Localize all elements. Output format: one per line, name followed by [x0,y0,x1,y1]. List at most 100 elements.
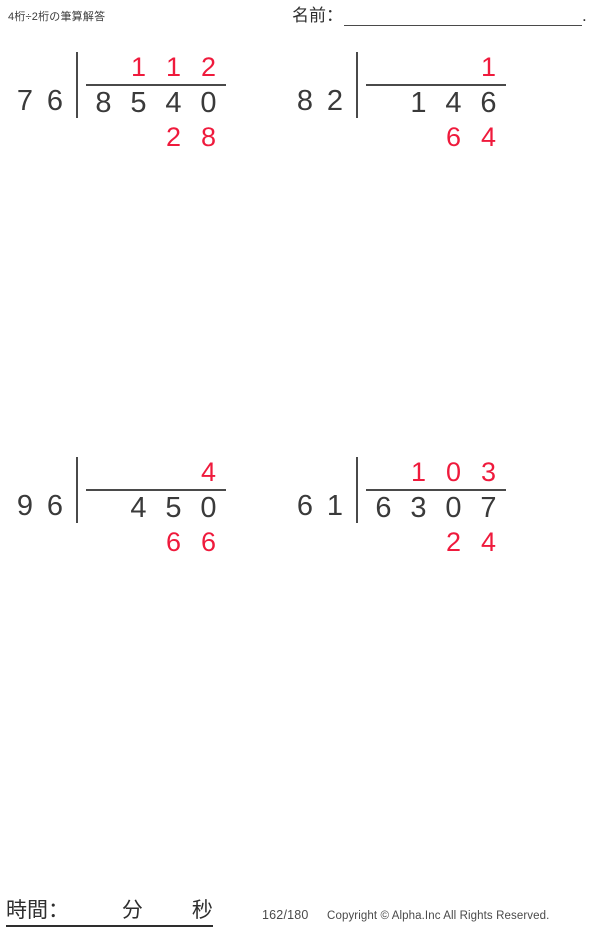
dividend-cell: 6 [375,492,392,524]
dividend-cell: 0 [200,87,217,119]
quotient-2: 1 [366,52,506,84]
remainder-cell: 4 [480,527,497,557]
problem-4: 6 1 1 0 3 6 3 0 7 [290,457,560,587]
quotient-cell: 2 [200,52,217,82]
divisor-digit: 9 [16,490,34,522]
problem-grid: 7 6 1 1 2 8 5 4 0 [0,52,600,862]
remainder-cell [86,122,121,154]
divisor-digit: 6 [46,85,64,117]
quotient-cell: 3 [480,457,497,487]
long-division-3: 9 6 4 4 5 0 [10,457,226,557]
divisor-1: 7 6 [10,84,70,118]
remainder-cell [86,527,121,559]
dividend-cell: 0 [445,492,462,524]
quotient-cell: 1 [130,52,147,82]
problem-1: 7 6 1 1 2 8 5 4 0 [10,52,280,182]
page-footer: 時間： 分 秒 162/180 Copyright © Alpha.Inc Al… [0,894,600,938]
dividend-2: 1 4 6 [366,84,506,120]
page-header: 4桁÷2桁の筆算解答 名前： . [0,0,600,46]
remainder-3: 6 6 [86,527,226,559]
quotient-cell: 1 [410,457,427,487]
divisor-digit: 7 [16,85,34,117]
name-field: 名前： . [292,6,587,26]
minutes-unit-label: 分 [121,899,143,922]
quotient-4: 1 0 3 [366,457,506,489]
page-number: 162/180 [262,908,309,922]
dividend-cell: 1 [410,87,427,119]
remainder-cell [366,122,401,154]
remainder-cell: 2 [445,527,462,557]
divisor-digit: 1 [326,490,344,522]
long-division-2: 8 2 1 1 4 6 [290,52,506,152]
remainder-cell: 6 [165,527,182,557]
dividend-cell: 8 [95,87,112,119]
long-division-1: 7 6 1 1 2 8 5 4 0 [10,52,226,152]
divisor-2: 8 2 [290,84,350,118]
quotient-cell: 0 [445,457,462,487]
problem-row-2: 9 6 4 4 5 0 [0,457,600,862]
remainder-cell: 2 [165,122,182,152]
divisor-3: 9 6 [10,489,70,523]
remainder-cell: 8 [200,122,217,152]
quotient-cell [366,457,401,489]
division-bracket-2: 1 1 4 6 6 4 [356,52,506,152]
divisor-digit: 8 [296,85,314,117]
divisor-digit: 6 [46,490,64,522]
divisor-digit: 6 [296,490,314,522]
problem-3: 9 6 4 4 5 0 [10,457,280,587]
problem-row-1: 7 6 1 1 2 8 5 4 0 [0,52,600,457]
remainder-cell [366,527,401,559]
remainder-4: 2 4 [366,527,506,559]
remainder-cell: 4 [480,122,497,152]
dividend-3: 4 5 0 [86,489,226,525]
name-label: 名前： [292,6,343,25]
seconds-unit-label: 秒 [191,899,213,922]
footer-meta: 162/180 Copyright © Alpha.Inc All Rights… [262,906,549,924]
dividend-cell: 4 [445,87,462,119]
division-bracket-4: 1 0 3 6 3 0 7 2 4 [356,457,506,557]
dividend-cell: 5 [130,87,147,119]
division-bracket-3: 4 4 5 0 6 6 [76,457,226,557]
remainder-cell [401,527,436,559]
dividend-cell: 6 [480,87,497,119]
time-label: 時間： [6,899,69,922]
name-input[interactable] [344,6,582,26]
quotient-cell [401,52,436,84]
dividend-cell: 7 [480,492,497,524]
dividend-4: 6 3 0 7 [366,489,506,525]
page-title: 4桁÷2桁の筆算解答 [8,11,106,23]
quotient-cell [366,52,401,84]
dividend-cell [86,491,121,525]
copyright-notice: Copyright © Alpha.Inc All Rights Reserve… [327,910,550,922]
quotient-cell [86,52,121,84]
quotient-cell [156,457,191,489]
remainder-1: 2 8 [86,122,226,154]
dividend-cell [366,86,401,120]
quotient-cell: 1 [480,52,497,82]
long-division-4: 6 1 1 0 3 6 3 0 7 [290,457,506,557]
dividend-cell: 0 [200,492,217,524]
remainder-cell [121,122,156,154]
remainder-cell [121,527,156,559]
division-bracket-1: 1 1 2 8 5 4 0 2 8 [76,52,226,152]
remainder-cell [401,122,436,154]
divisor-4: 6 1 [290,489,350,523]
quotient-cell [436,52,471,84]
quotient-1: 1 1 2 [86,52,226,84]
remainder-cell: 6 [200,527,217,557]
dividend-cell: 5 [165,492,182,524]
quotient-cell: 1 [165,52,182,82]
problem-2: 8 2 1 1 4 6 [290,52,560,182]
remainder-2: 6 4 [366,122,506,154]
name-period: . [582,6,587,25]
dividend-cell: 3 [410,492,427,524]
quotient-cell [86,457,121,489]
quotient-cell: 4 [200,457,217,487]
remainder-cell: 6 [445,122,462,152]
dividend-cell: 4 [130,492,147,524]
quotient-3: 4 [86,457,226,489]
dividend-1: 8 5 4 0 [86,84,226,120]
quotient-cell [121,457,156,489]
divisor-digit: 2 [326,85,344,117]
dividend-cell: 4 [165,87,182,119]
